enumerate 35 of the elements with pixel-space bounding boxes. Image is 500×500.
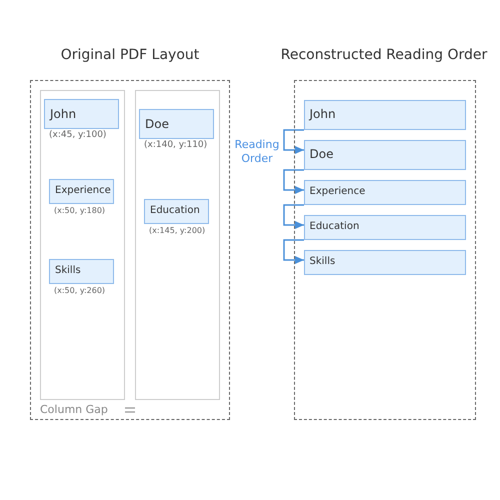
block-title: Doe bbox=[145, 116, 169, 132]
text-block-box bbox=[304, 140, 466, 170]
block-title: Skills bbox=[310, 256, 336, 268]
connector-arrow bbox=[283, 239, 304, 264]
block-title: John bbox=[50, 106, 76, 122]
text-block-box bbox=[304, 100, 466, 130]
block-title: Doe bbox=[310, 147, 334, 162]
text-block-box bbox=[144, 199, 209, 224]
text-block-box bbox=[304, 180, 466, 204]
text-block-box bbox=[49, 179, 114, 204]
text-block-box bbox=[304, 214, 466, 240]
text-column-frame bbox=[134, 90, 220, 400]
block-title: Skills bbox=[55, 265, 81, 278]
connector-arrow bbox=[283, 129, 304, 154]
text-block-box bbox=[44, 99, 119, 129]
text-block-box bbox=[304, 250, 466, 274]
panel-title: Reconstructed Reading Order bbox=[280, 47, 488, 64]
coordinate-label: (x:140, y:110) bbox=[144, 140, 208, 151]
text-block-box bbox=[49, 259, 114, 284]
annotation-label: Column Gap bbox=[40, 403, 108, 416]
block-title: Education bbox=[150, 205, 200, 218]
connector-arrow bbox=[283, 204, 304, 229]
block-title: Experience bbox=[55, 185, 111, 198]
block-title: John bbox=[310, 107, 336, 122]
block-title: Experience bbox=[310, 186, 366, 198]
panel-title: Original PDF Layout bbox=[60, 47, 200, 64]
text-column-frame bbox=[40, 90, 124, 400]
coordinate-label: (x:45, y:100) bbox=[49, 130, 106, 141]
connector-arrow bbox=[283, 169, 304, 194]
text-block-box bbox=[139, 109, 214, 139]
coordinate-label: (x:50, y:260) bbox=[54, 285, 106, 296]
coordinate-label: (x:50, y:180) bbox=[54, 205, 106, 216]
coordinate-label: (x:145, y:200) bbox=[149, 225, 206, 236]
block-title: Education bbox=[310, 220, 360, 234]
annotation-label: Reading Order bbox=[234, 138, 280, 166]
